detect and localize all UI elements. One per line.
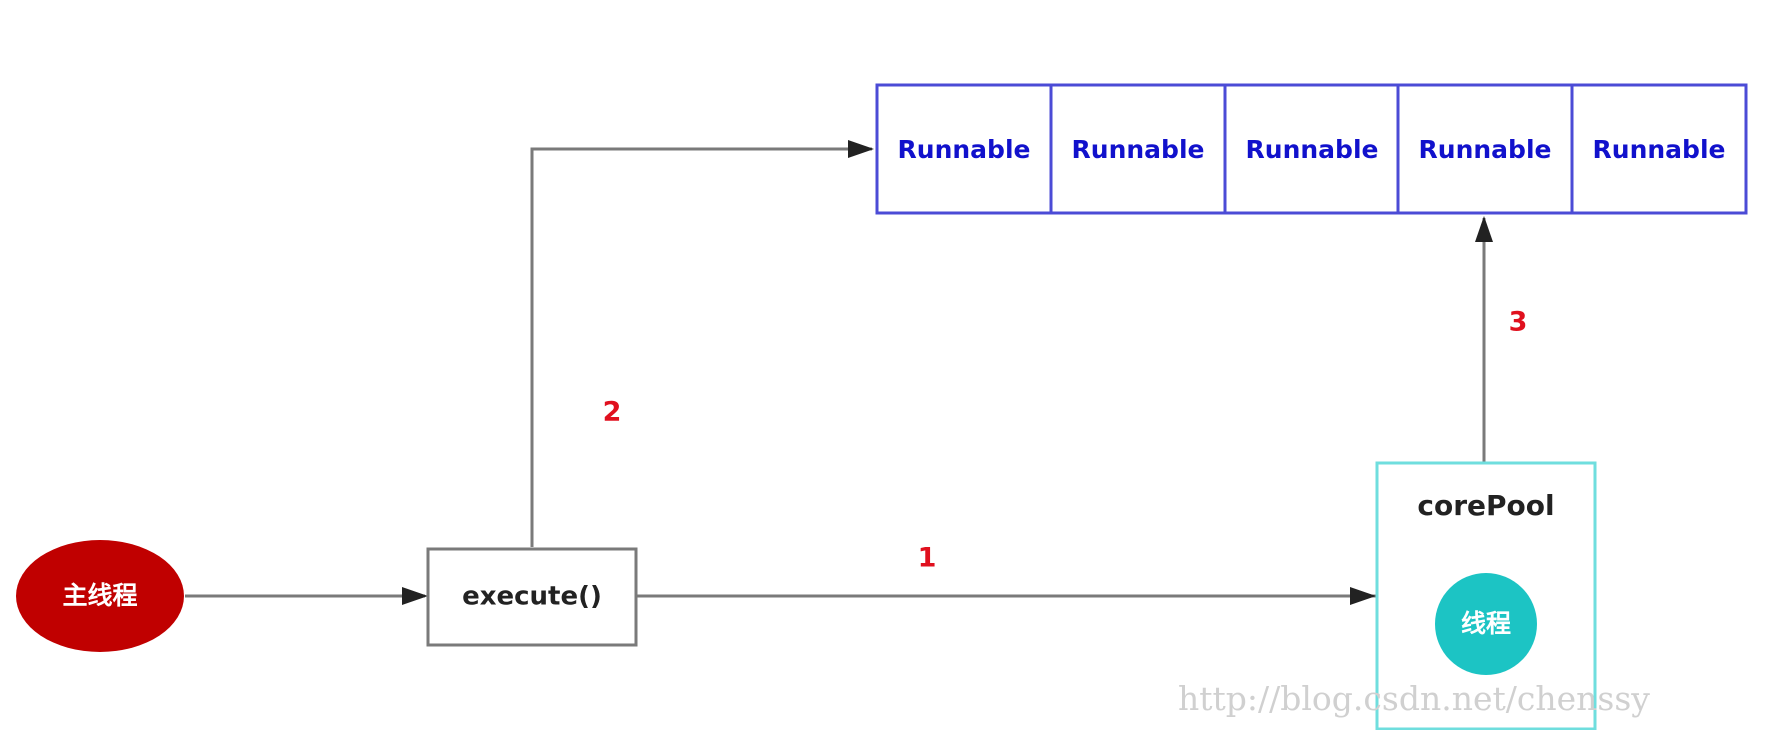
queue-outline bbox=[875, 83, 1748, 215]
main-thread-ellipse bbox=[16, 540, 184, 652]
step-label-1: 1 bbox=[918, 543, 937, 574]
runnable-queue: Runnable Runnable Runnable Runnable Runn… bbox=[875, 83, 1748, 215]
arrowhead-execute-to-core-pool bbox=[1350, 587, 1376, 605]
step-label-3: 3 bbox=[1509, 307, 1528, 338]
core-pool-title: corePool bbox=[1417, 489, 1554, 522]
runnable-label: Runnable bbox=[1419, 135, 1552, 164]
main-thread-node: 主线程 bbox=[16, 540, 184, 652]
execute-label: execute() bbox=[462, 582, 602, 612]
execute-box bbox=[426, 547, 638, 647]
worker-thread-circle bbox=[1435, 573, 1537, 675]
step-label-2: 2 bbox=[603, 397, 622, 428]
runnable-label: Runnable bbox=[1593, 135, 1726, 164]
execute-node: execute() bbox=[426, 547, 638, 647]
core-pool-node: corePool 线程 bbox=[1375, 461, 1597, 730]
worker-thread-label: 线程 bbox=[1461, 609, 1511, 638]
watermark: http://blog.csdn.net/chenssy bbox=[1178, 679, 1650, 718]
runnable-label: Runnable bbox=[1072, 135, 1205, 164]
runnable-label: Runnable bbox=[898, 135, 1031, 164]
runnable-label: Runnable bbox=[1246, 135, 1379, 164]
arrowhead-core-pool-to-queue bbox=[1475, 216, 1493, 242]
arrowhead-execute-to-queue bbox=[848, 140, 874, 158]
arrowhead-main-thread-to-execute bbox=[402, 587, 428, 605]
main-thread-label: 主线程 bbox=[62, 581, 137, 610]
edge-execute-to-queue bbox=[530, 147, 872, 547]
